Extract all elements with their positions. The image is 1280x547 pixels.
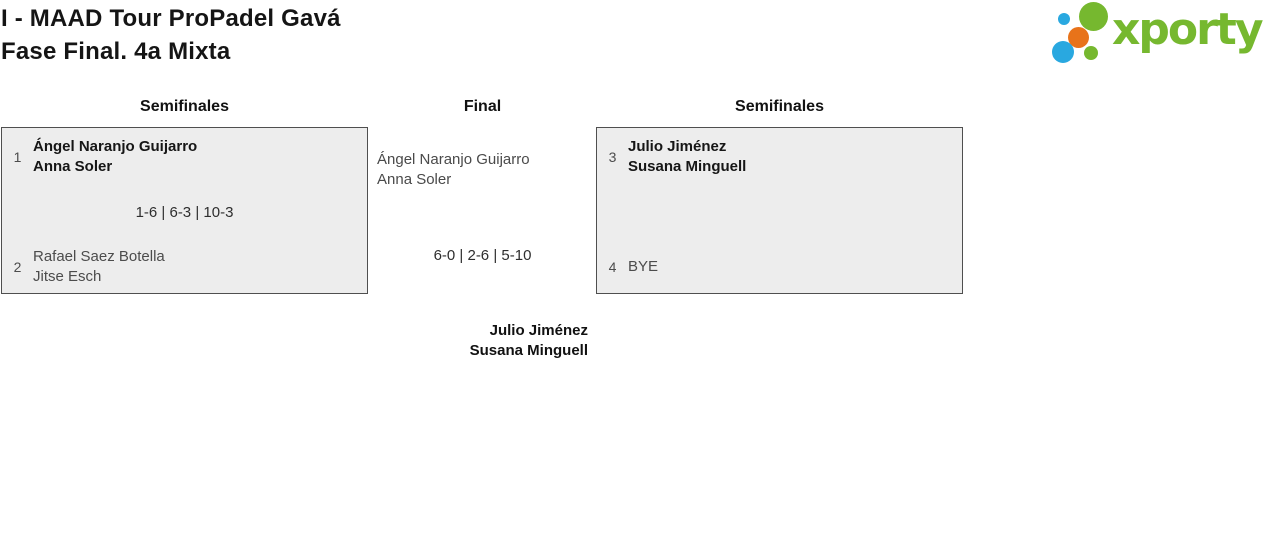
semifinal-right-match-box: 3 Julio Jiménez Susana Minguell 4 BYE	[596, 127, 963, 294]
final-score: 6-0 | 2-6 | 5-10	[433, 247, 532, 264]
logo-wordmark: xporty	[1112, 4, 1264, 55]
logo-dot-green-large-icon	[1079, 2, 1108, 31]
player-name: Susana Minguell	[469, 341, 588, 359]
logo-dot-green-small-icon	[1084, 46, 1098, 60]
xporty-logo[interactable]: xporty	[1048, 0, 1280, 72]
logo-dot-orange-icon	[1068, 27, 1089, 48]
tournament-name: I - MAAD Tour ProPadel Gavá	[1, 5, 341, 32]
seed-number: 4	[608, 258, 617, 275]
player-name: Jitse Esch	[33, 267, 102, 285]
round-header-semifinals-left: Semifinales	[140, 98, 229, 115]
seed-number: 2	[13, 258, 22, 275]
team-players: Rafael Saez Botella Jitse Esch	[33, 247, 165, 286]
semifinal-left-match-box: 1 Ángel Naranjo Guijarro Anna Soler 1-6 …	[1, 127, 368, 294]
player-name: Susana Minguell	[628, 157, 747, 175]
team-players: Julio Jiménez Susana Minguell	[628, 137, 746, 176]
page-title: I - MAAD Tour ProPadel Gavá Fase Final. …	[1, 2, 341, 68]
seed-number: 1	[13, 148, 22, 165]
round-header-final: Final	[463, 98, 502, 115]
player-name: Ángel Naranjo Guijarro	[33, 138, 198, 155]
team-players: BYE	[628, 257, 658, 277]
player-name: Anna Soler	[33, 157, 113, 175]
seed-number: 3	[608, 148, 617, 165]
player-name: Rafael Saez Botella	[33, 248, 165, 265]
semifinal-right-team-1: 3 Julio Jiménez Susana Minguell	[606, 137, 954, 176]
player-name: Julio Jiménez	[628, 138, 727, 155]
semifinal-right-team-2: 4 BYE	[606, 257, 954, 277]
player-name: Anna Soler	[377, 171, 452, 188]
final-winner-team: Julio Jiménez Susana Minguell	[470, 321, 588, 360]
team-players: Ángel Naranjo Guijarro Anna Soler	[33, 137, 197, 176]
semifinal-left-score: 1-6 | 6-3 | 10-3	[135, 204, 234, 221]
player-name: Ángel Naranjo Guijarro	[377, 151, 530, 168]
player-name: BYE	[628, 258, 659, 275]
logo-dot-blue-large-icon	[1052, 41, 1074, 63]
semifinal-left-team-1: 1 Ángel Naranjo Guijarro Anna Soler	[11, 137, 359, 176]
semifinal-left-team-2: 2 Rafael Saez Botella Jitse Esch	[11, 247, 359, 286]
phase-category: Fase Final. 4a Mixta	[1, 38, 231, 65]
final-match: Ángel Naranjo Guijarro Anna Soler 6-0 | …	[377, 127, 588, 367]
player-name: Julio Jiménez	[489, 322, 588, 339]
round-header-semifinals-right: Semifinales	[735, 98, 824, 115]
final-team-1: Ángel Naranjo Guijarro Anna Soler	[377, 150, 530, 190]
logo-dot-blue-small-icon	[1058, 13, 1070, 25]
